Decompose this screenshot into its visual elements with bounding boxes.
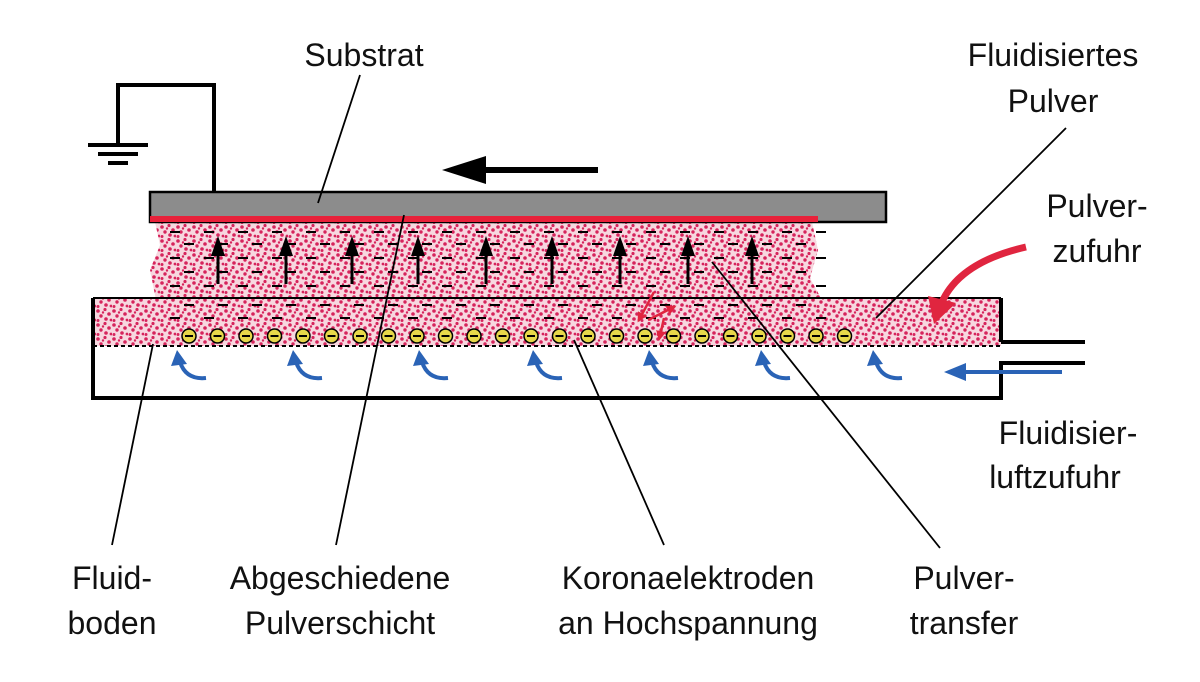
- label-koronaelektroden-line1: Koronaelektroden: [562, 560, 815, 596]
- corona-electrode-icon: [751, 328, 767, 344]
- corona-electrode-icon: [580, 328, 596, 344]
- ground-symbol-icon: [88, 83, 216, 192]
- air-arrow-head: [643, 350, 659, 366]
- label-fluidisiertes-pulver-line1: Fluidisiertes: [968, 37, 1139, 73]
- charge-dashes: [170, 231, 826, 319]
- field-arrow-head: [613, 236, 627, 256]
- field-arrow-head: [345, 236, 359, 256]
- air-arrow-curve: [294, 361, 323, 381]
- air-flow-arrow-icon: [527, 350, 563, 381]
- air-arrow-head: [287, 350, 303, 366]
- corona-electrode-icon: [295, 328, 311, 344]
- deposited-powder-layer: [150, 216, 818, 222]
- field-arrow-up-icon: [211, 236, 225, 284]
- corona-electrode-icon: [466, 328, 482, 344]
- air-arrow-head: [413, 350, 429, 366]
- field-arrow-head: [479, 236, 493, 256]
- corona-electrode-icon: [608, 328, 625, 344]
- fluidized-powder-bed: [93, 298, 1001, 346]
- label-pulvertransfer-line1: Pulver-: [913, 560, 1014, 596]
- air-flow-arrow-icon: [413, 350, 449, 381]
- corona-electrode-icon: [665, 328, 682, 344]
- corona-electrode-icon: [694, 328, 710, 344]
- corona-electrode-icon: [181, 328, 197, 344]
- corona-electrode-icon: [238, 328, 254, 344]
- air-flow-arrow-icon: [755, 350, 791, 381]
- field-arrow-head: [745, 236, 759, 256]
- corona-electrode-icon: [637, 328, 653, 344]
- corona-electrode-icon: [808, 328, 824, 344]
- air-arrow-curve: [534, 361, 563, 381]
- label-abgeschiedene-pulverschicht-line1: Abgeschiedene: [230, 560, 451, 596]
- corona-electrode-icon: [494, 328, 511, 344]
- label-fluidboden-line2: boden: [68, 605, 157, 641]
- label-pulverzufuhr-line1: Pulver-: [1046, 188, 1147, 224]
- field-arrow-up-icon: [279, 236, 293, 284]
- air-arrow-curve: [178, 361, 207, 381]
- air-flow-arrow-icon: [171, 350, 207, 381]
- air-supply-arrow-icon: [944, 363, 1062, 381]
- label-fluidisiertes-pulver-line2: Pulver: [1008, 83, 1099, 119]
- label-fluidisierluftzufuhr-line2: luftzufuhr: [989, 459, 1121, 495]
- corona-electrode-icon: [266, 328, 283, 344]
- label-fluidisierluftzufuhr-line1: Fluidisier-: [999, 415, 1138, 451]
- air-arrow-head: [527, 350, 543, 366]
- air-arrow-curve: [650, 361, 679, 381]
- air-arrow-curve: [420, 361, 449, 381]
- powder-feed-arrow-icon: [928, 243, 1027, 324]
- field-arrow-head: [545, 236, 559, 256]
- field-arrow-head: [411, 236, 425, 256]
- air-arrow-head: [867, 350, 883, 366]
- powder-transfer-small-arrows: [637, 291, 677, 341]
- substrate-motion-arrow-icon: [442, 156, 598, 184]
- field-arrows: [211, 236, 759, 284]
- air-arrow-head: [171, 350, 187, 366]
- corona-electrode-icon: [836, 328, 853, 344]
- air-flow-arrow-icon: [287, 350, 323, 381]
- label-abgeschiedene-pulverschicht-line2: Pulverschicht: [245, 605, 435, 641]
- corona-electrode-icon: [323, 328, 340, 344]
- corona-electrode-icon: [779, 328, 796, 344]
- air-flow-arrows: [171, 350, 903, 381]
- air-flow-arrow-icon: [643, 350, 679, 381]
- corona-electrode-icon: [352, 328, 368, 344]
- label-fluidboden-line1: Fluid-: [72, 560, 152, 596]
- label-pulverzufuhr-line2: zufuhr: [1053, 233, 1142, 269]
- label-koronaelektroden-line2: an Hochspannung: [558, 605, 818, 641]
- air-flow-arrow-icon: [867, 350, 903, 381]
- corona-electrode-icon: [380, 328, 397, 344]
- air-arrow-head: [755, 350, 771, 366]
- corona-electrode-icon: [409, 328, 425, 344]
- corona-electrode-icon: [722, 328, 739, 344]
- leader-lines: [111, 74, 1067, 549]
- field-arrow-up-icon: [345, 236, 359, 284]
- corona-electrodes: [181, 328, 853, 344]
- corona-electrode-icon: [437, 328, 454, 344]
- air-arrow-curve: [762, 361, 791, 381]
- air-arrow-curve: [874, 361, 903, 381]
- corona-electrode-icon: [551, 328, 568, 344]
- field-arrow-head: [279, 236, 293, 256]
- field-arrow-head: [681, 236, 695, 256]
- corona-electrode-icon: [209, 328, 226, 344]
- field-arrow-head: [211, 236, 225, 256]
- label-substrat: Substrat: [304, 37, 423, 73]
- corona-electrode-icon: [523, 328, 539, 344]
- label-pulvertransfer-line2: transfer: [910, 605, 1019, 641]
- bed-container-wall: [91, 298, 1085, 400]
